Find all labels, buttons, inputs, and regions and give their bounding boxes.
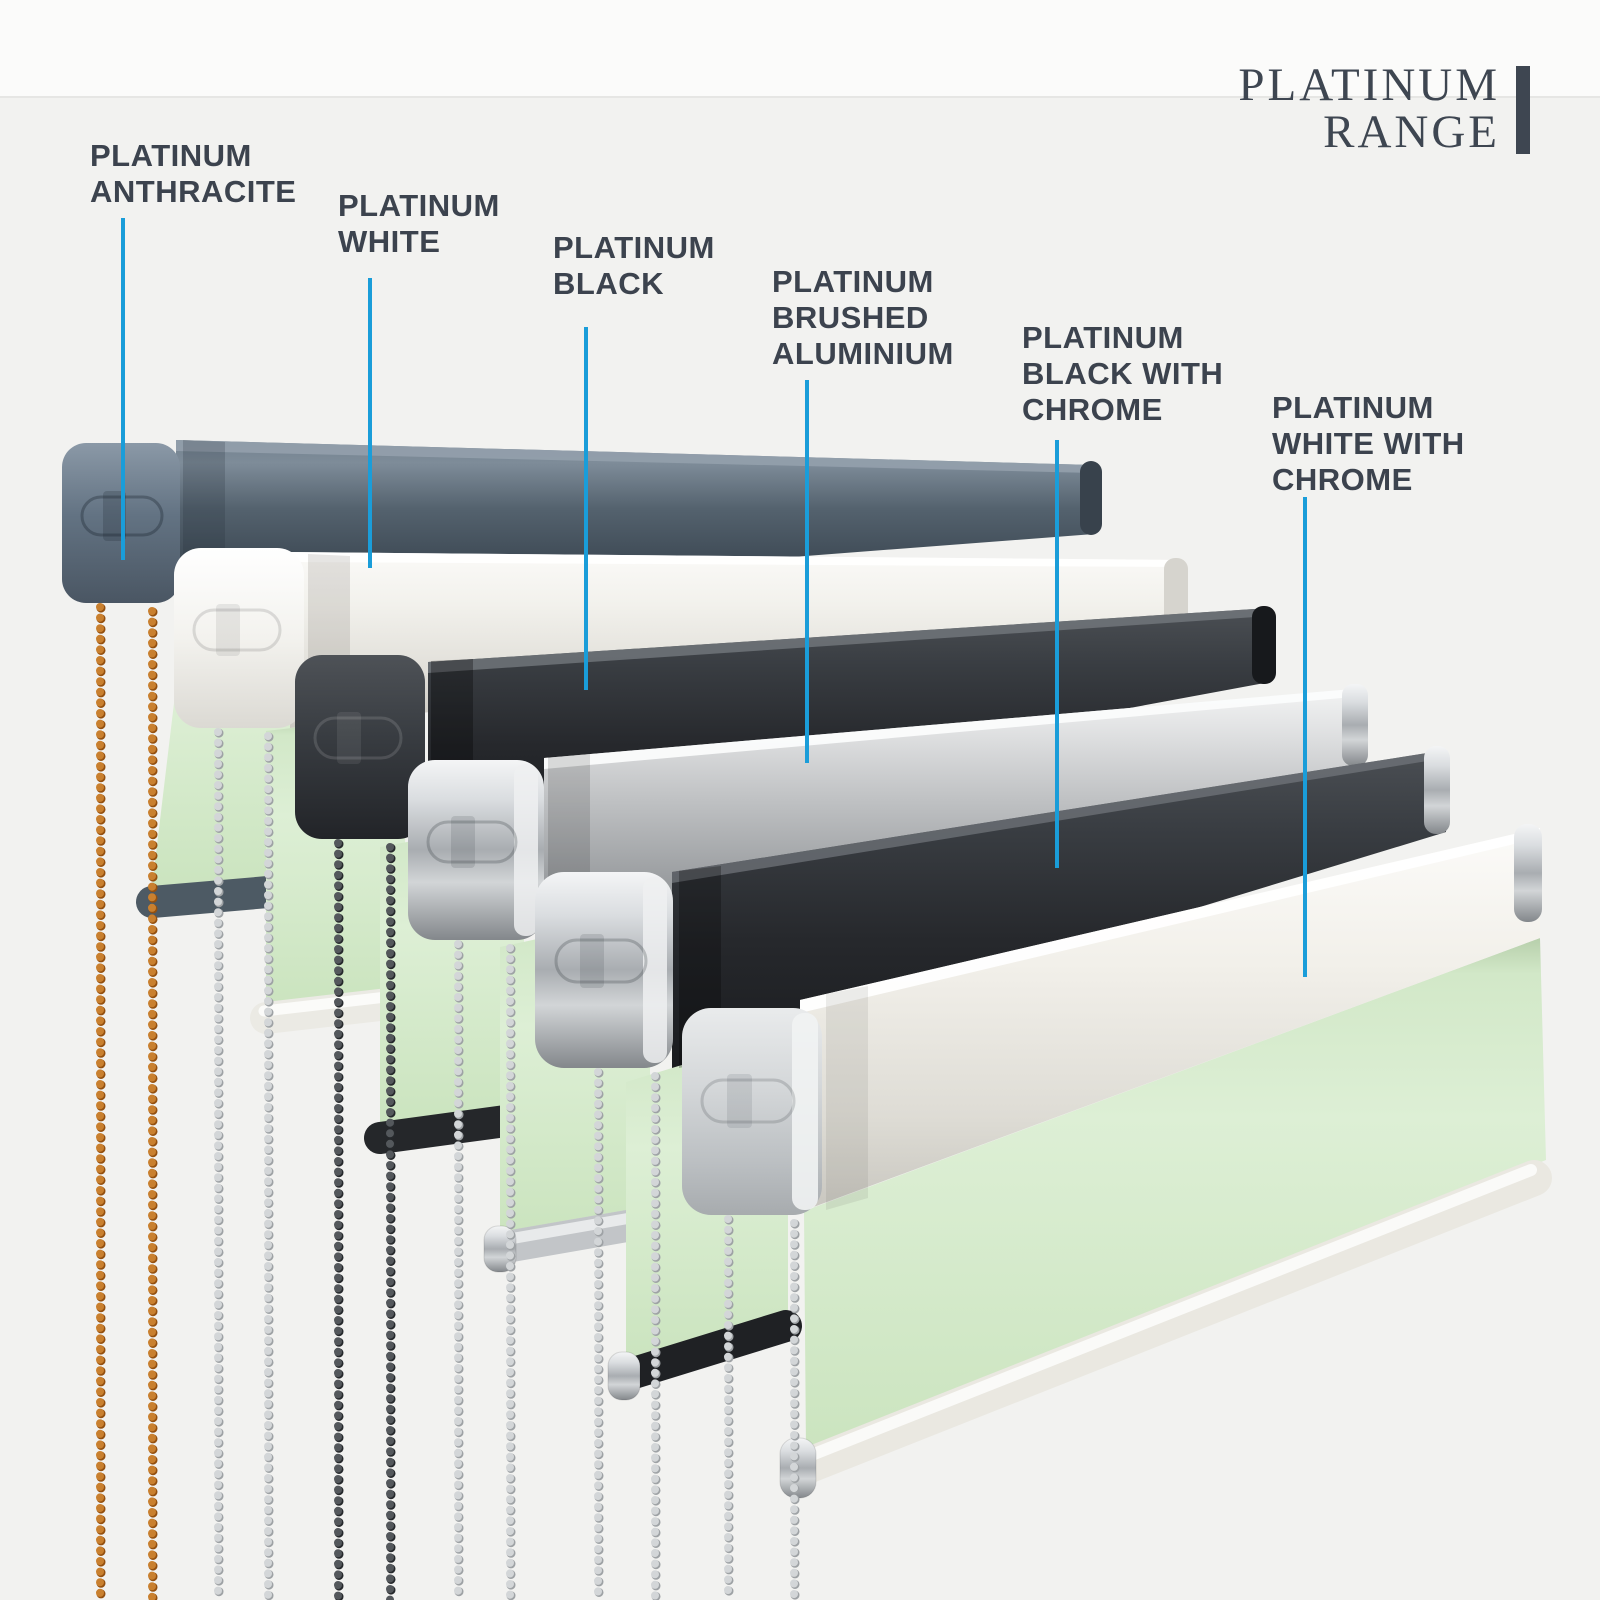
leader-line-platinum-white	[368, 278, 372, 568]
blind-black-chrome-bottom-bar	[608, 1310, 802, 1392]
label-platinum-white: PLATINUM WHITE	[338, 188, 500, 259]
blind-white-barrel-top-edge	[290, 552, 1182, 567]
brand-logo-line1: PLATINUM	[1238, 59, 1500, 111]
leader-line-platinum-black-with-chrome	[1055, 440, 1059, 868]
blind-white-chrome-barrel-top-edge	[800, 828, 1540, 1013]
label-platinum-black: PLATINUM BLACK	[553, 230, 715, 301]
blind-white-chrome-cap-slot	[700, 1078, 796, 1124]
blind-aluminium-cap-edge-band	[514, 764, 538, 936]
blind-black-cap-slot	[313, 716, 403, 760]
blind-aluminium-cassette-cap	[408, 760, 544, 940]
blind-white-chrome-bottom-bar-highlight	[793, 1164, 1537, 1466]
blind-white-chrome-cassette-cap	[682, 1008, 822, 1215]
blind-aluminium-cap-slot	[426, 820, 518, 864]
brand-logo-line2: RANGE	[1323, 106, 1500, 158]
blind-black-cassette-cap	[295, 655, 425, 839]
blind-aluminium-barrel-end-cap	[1342, 684, 1368, 766]
blind-white-chains	[214, 728, 274, 1600]
blind-black-chrome-barrel-top-edge	[672, 750, 1446, 883]
blind-black-barrel-top-edge	[428, 608, 1270, 673]
label-platinum-brushed-aluminium: PLATINUM BRUSHED ALUMINIUM	[772, 264, 954, 371]
blind-white-chrome-cap-edge-band	[792, 1013, 818, 1210]
blind-white-chrome-fabric	[804, 938, 1546, 1452]
leader-line-platinum-brushed-aluminium	[805, 380, 809, 763]
blind-anthracite-cap-slot-tab	[103, 491, 126, 541]
blind-black-cap-slot-tab	[337, 712, 361, 764]
brand-logo: PLATINUM RANGE	[1000, 62, 1500, 156]
blind-white-chrome-chains	[724, 1215, 800, 1600]
blind-white-barrel-end-cap	[1164, 558, 1188, 630]
blind-black-chains	[334, 839, 396, 1600]
blind-white-chrome-barrel	[800, 828, 1540, 1212]
blind-anthracite-barrel-end-cap	[1080, 461, 1102, 535]
blind-anthracite-barrel-top-edge	[176, 440, 1094, 473]
blind-black-chrome-cassette-cap	[535, 872, 673, 1068]
blind-aluminium-barrel-top-edge	[544, 688, 1364, 769]
blind-aluminium-chains	[454, 940, 516, 1600]
blind-black-chrome-bottom-bar-chrome-cap	[607, 1351, 641, 1401]
blind-anthracite-chains	[96, 603, 158, 1600]
leader-line-platinum-anthracite	[121, 218, 125, 560]
blind-white-cassette-cap	[174, 548, 304, 728]
blind-white-cap-slot	[192, 608, 282, 652]
label-platinum-anthracite: PLATINUM ANTHRACITE	[90, 138, 297, 209]
leader-line-platinum-black	[584, 327, 588, 690]
label-platinum-white-with-chrome: PLATINUM WHITE WITH CHROME	[1272, 390, 1465, 497]
brand-logo-bar	[1516, 66, 1530, 154]
blind-white-chrome-barrel-end-cap	[1514, 824, 1542, 922]
blind-black-chrome-cap-slot	[554, 938, 648, 984]
blind-white-chrome-cap-slot-tab	[727, 1074, 752, 1128]
blind-aluminium-bottom-bar-highlight	[492, 1209, 654, 1247]
label-platinum-black-with-chrome: PLATINUM BLACK WITH CHROME	[1022, 320, 1224, 427]
blind-white-chrome-barrel-collar	[826, 986, 868, 1210]
blind-black-chrome-chains	[594, 1068, 661, 1600]
blind-white-cap-slot-tab	[216, 604, 240, 656]
blind-black-chrome-barrel-end-cap	[1424, 746, 1450, 834]
leader-line-platinum-white-with-chrome	[1303, 497, 1307, 977]
blind-aluminium-bottom-bar	[484, 1206, 666, 1264]
blind-black-chrome-cap-slot-tab	[580, 934, 604, 988]
blind-aluminium-cap-slot-tab	[451, 816, 475, 868]
blind-black-chrome-cap-edge-band	[643, 877, 667, 1063]
blind-platinum-white-with-chrome	[682, 824, 1552, 1600]
top-divider-line	[0, 96, 1600, 98]
blind-white-chrome-bottom-bar	[784, 1160, 1552, 1486]
blind-black-barrel-end-cap	[1252, 606, 1276, 684]
